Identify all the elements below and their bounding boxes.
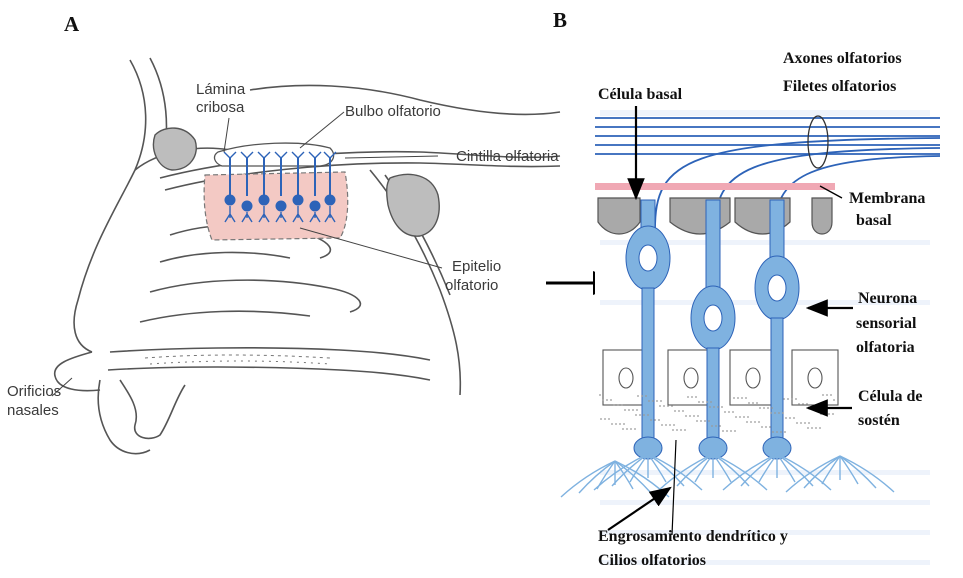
basal-cell (670, 198, 730, 234)
panel-a-letter: A (64, 12, 79, 36)
supporting-cell-nucleus (619, 368, 633, 388)
label-sosten-line1: Célula de (858, 388, 922, 406)
label-orificios-line1: Orificios (7, 383, 61, 400)
label-neurona-line1: Neurona (858, 290, 917, 308)
basal-cell (598, 198, 640, 234)
panel-a-nasal-cavity (55, 58, 560, 454)
panel-b-detail (561, 100, 940, 570)
label-cintilla-olfatoria: Cintilla olfatoria (456, 148, 559, 165)
label-epitelio-line2: olfatorio (445, 277, 498, 294)
sphenoid-sinus (387, 174, 440, 236)
frontal-sinus (154, 128, 197, 170)
supporting-cell-nucleus (808, 368, 822, 388)
label-celula-basal: Célula basal (598, 86, 682, 104)
panel-b-letter: B (553, 8, 567, 32)
label-axones-line1: Axones olfatorios (783, 50, 902, 68)
label-membrana-line2: basal (856, 212, 892, 230)
label-lamina-line1: Lámina (196, 81, 245, 98)
label-orificios-line2: nasales (7, 402, 59, 419)
label-neurona-line2: sensorial (856, 315, 916, 333)
basal-cell (812, 198, 832, 234)
supporting-cell-nucleus (684, 368, 698, 388)
label-membrana-line1: Membrana (849, 190, 925, 208)
label-epitelio-line1: Epitelio (452, 258, 501, 275)
label-neurona-line3: olfatoria (856, 339, 915, 357)
basal-membrane (595, 183, 835, 190)
label-sosten-line2: sostén (858, 412, 900, 430)
supporting-cell-nucleus (746, 368, 760, 388)
label-lamina-line2: cribosa (196, 99, 244, 116)
label-engrosamiento-line2: Cilios olfatorios (598, 552, 706, 570)
palate-texture (145, 355, 330, 364)
label-bulbo-olfatorio: Bulbo olfatorio (345, 103, 441, 120)
label-engrosamiento-line1: Engrosamiento dendrítico y (598, 528, 788, 546)
label-axones-line2: Filetes olfatorios (783, 78, 896, 96)
